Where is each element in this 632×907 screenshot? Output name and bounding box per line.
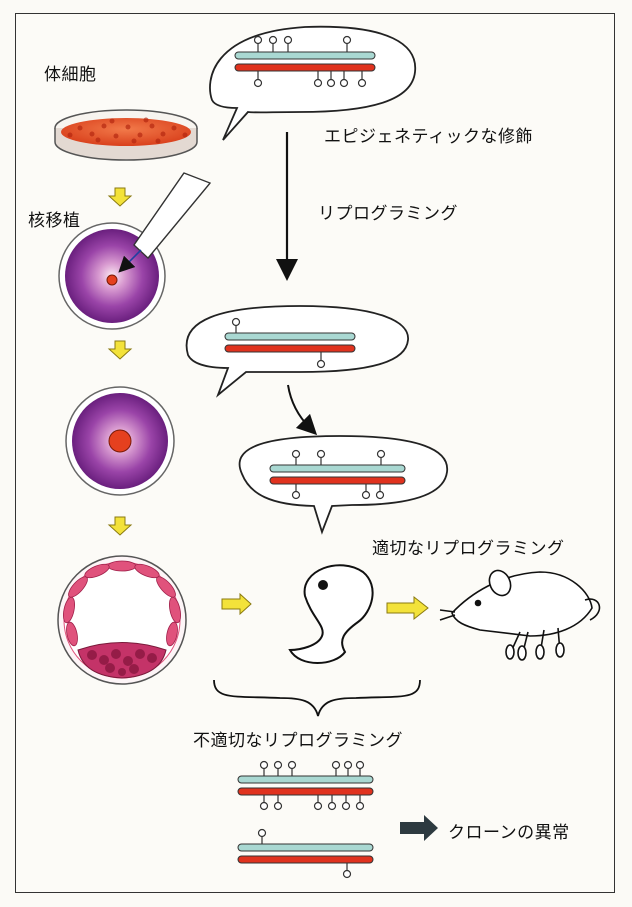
- yellow-arrow-right-1: [222, 594, 251, 614]
- yellow-arrow-3: [109, 517, 131, 535]
- improper-dna-2: [238, 830, 373, 878]
- epigenetic-label: エピジェネティックな修飾: [324, 122, 533, 147]
- epigenetic-bubble-reprogrammed: [187, 306, 409, 395]
- somatic-cell-label: 体細胞: [44, 60, 97, 85]
- curved-arrow: [288, 385, 310, 428]
- improper-reprogramming-label: 不適切なリプログラミング: [193, 726, 403, 751]
- yellow-arrow-2: [109, 341, 131, 359]
- reprogramming-label: リプログラミング: [318, 199, 458, 224]
- epigenetic-bubble-embryo: [240, 436, 448, 532]
- nuclear-transfer-label: 核移植: [28, 206, 81, 231]
- blastocyst: [58, 556, 186, 684]
- mouse: [440, 567, 599, 660]
- clone-abnormality-label: クローンの異常: [448, 818, 570, 843]
- yellow-arrow-1: [109, 188, 131, 206]
- curly-brace: [214, 680, 420, 716]
- proper-reprogramming-label: 適切なリプログラミング: [372, 534, 565, 559]
- embryo: [290, 565, 373, 663]
- reconstructed-egg: [66, 387, 174, 495]
- improper-dna-1: [238, 762, 373, 810]
- dark-arrow: [400, 815, 438, 841]
- yellow-arrow-right-2: [387, 597, 428, 619]
- petri-dish: [55, 110, 197, 160]
